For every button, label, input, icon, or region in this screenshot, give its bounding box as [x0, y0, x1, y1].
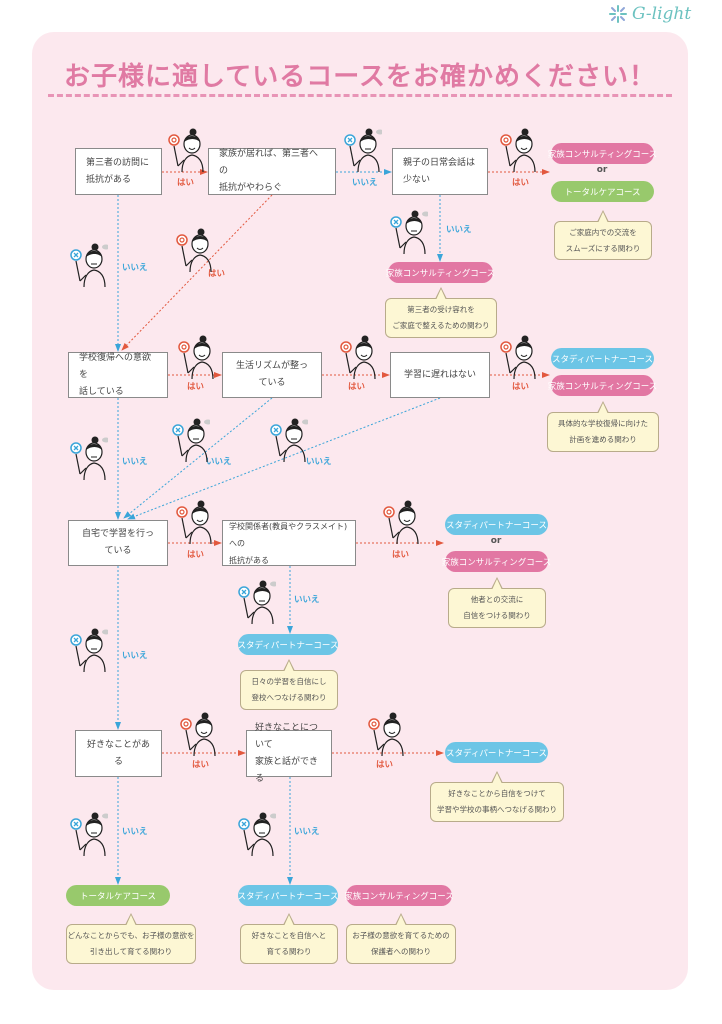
course-study-partner: スタディパートナーコース: [551, 348, 654, 369]
girl-no-sign-icon: [170, 416, 212, 463]
course-total-care: トータルケアコース: [66, 885, 170, 906]
or-label: or: [490, 536, 502, 546]
question-box: 学校関係者(教員やクラスメイト)への 抵抗がある: [222, 520, 356, 566]
course-family-consulting: 家族コンサルティングコース: [548, 143, 657, 164]
girl-no-sign-icon: [388, 208, 430, 255]
question-box: 学校復帰への意欲を 話している: [68, 352, 168, 398]
course-note: 好きなことから自信をつけて 学習や学校の事柄へつなげる関わり: [430, 771, 564, 822]
course-study-partner: スタディパートナーコース: [238, 885, 339, 906]
yes-label: はい: [187, 550, 205, 560]
girl-yes-sign-icon: [498, 126, 538, 173]
course-study-partner: スタディパートナーコース: [238, 634, 339, 655]
girl-yes-sign-icon: [174, 226, 214, 273]
page-title: お子様に適しているコースをお確かめください！: [64, 62, 656, 92]
yes-label: はい: [512, 382, 530, 392]
girl-no-sign-icon: [68, 241, 110, 288]
course-total-care: トータルケアコース: [551, 181, 654, 202]
yes-label: はい: [192, 760, 210, 770]
question-box: 家族が居れば、第三者への 抵抗がやわらぐ: [208, 148, 336, 195]
yes-label: はい: [392, 550, 410, 560]
course-family-consulting: 家族コンサルティングコース: [344, 885, 454, 906]
question-box: 親子の日常会話は 少ない: [392, 148, 488, 195]
course-note: 日々の学習を自信にし 登校へつなげる関わり: [240, 659, 338, 710]
no-label: いいえ: [306, 457, 332, 467]
course-note: お子様の意欲を育てるための 保護者への関わり: [346, 913, 456, 964]
no-label: いいえ: [206, 457, 232, 467]
girl-no-sign-icon: [68, 810, 110, 857]
yes-label: はい: [187, 382, 205, 392]
question-box: 生活リズムが整っている: [222, 352, 322, 398]
course-study-partner: スタディパートナーコース: [445, 742, 548, 763]
girl-yes-sign-icon: [174, 498, 214, 545]
girl-no-sign-icon: [342, 126, 384, 173]
brand-logo: G-light: [608, 4, 691, 24]
course-family-consulting: 家族コンサルティングコース: [548, 375, 657, 396]
no-label: いいえ: [446, 225, 472, 235]
no-label: いいえ: [294, 827, 320, 837]
course-family-consulting: 家族コンサルティングコース: [386, 262, 495, 283]
yes-label: はい: [208, 269, 226, 279]
title-divider: [48, 94, 672, 97]
sparkle-logo-icon: [609, 5, 627, 23]
course-note: 好きなことを自信へと 育てる関わり: [240, 913, 338, 964]
girl-no-sign-icon: [236, 578, 278, 625]
no-label: いいえ: [122, 651, 148, 661]
girl-yes-sign-icon: [338, 333, 378, 380]
course-note: 他者との交流に 自信をつける関わり: [448, 577, 546, 628]
girl-no-sign-icon: [68, 434, 110, 481]
question-box: 学習に遅れはない: [390, 352, 490, 398]
no-label: いいえ: [122, 263, 148, 273]
no-label: いいえ: [294, 595, 320, 605]
girl-no-sign-icon: [268, 416, 310, 463]
logo-text: G-light: [632, 4, 692, 24]
girl-yes-sign-icon: [381, 498, 421, 545]
no-label: いいえ: [122, 457, 148, 467]
course-note: どんなことからでも、お子様の意欲を 引き出して育てる関わり: [66, 913, 196, 964]
yes-label: はい: [376, 760, 394, 770]
course-note: 第三者の受け容れを ご家庭で整えるための関わり: [385, 287, 497, 338]
course-note: 具体的な学校復帰に向けた 計画を進める関わり: [547, 401, 659, 452]
yes-label: はい: [348, 382, 366, 392]
no-label: いいえ: [352, 178, 378, 188]
yes-label: はい: [177, 178, 195, 188]
course-study-partner: スタディパートナーコース: [445, 514, 548, 535]
course-note: ご家庭内での交流を スムーズにする関わり: [554, 210, 652, 260]
yes-label: はい: [512, 178, 530, 188]
course-family-consulting: 家族コンサルティングコース: [442, 551, 551, 572]
girl-no-sign-icon: [68, 626, 110, 673]
girl-yes-sign-icon: [178, 710, 218, 757]
girl-yes-sign-icon: [176, 333, 216, 380]
question-box: 好きなことについて 家族と話ができる: [246, 723, 332, 784]
question-box: 好きなことがある: [75, 730, 162, 777]
girl-yes-sign-icon: [166, 126, 206, 173]
or-label: or: [596, 165, 608, 175]
girl-yes-sign-icon: [498, 333, 538, 380]
girl-yes-sign-icon: [366, 710, 406, 757]
question-box: 自宅で学習を行っている: [68, 520, 168, 566]
question-box: 第三者の訪問に 抵抗がある: [75, 148, 162, 195]
girl-no-sign-icon: [236, 810, 278, 857]
no-label: いいえ: [122, 827, 148, 837]
